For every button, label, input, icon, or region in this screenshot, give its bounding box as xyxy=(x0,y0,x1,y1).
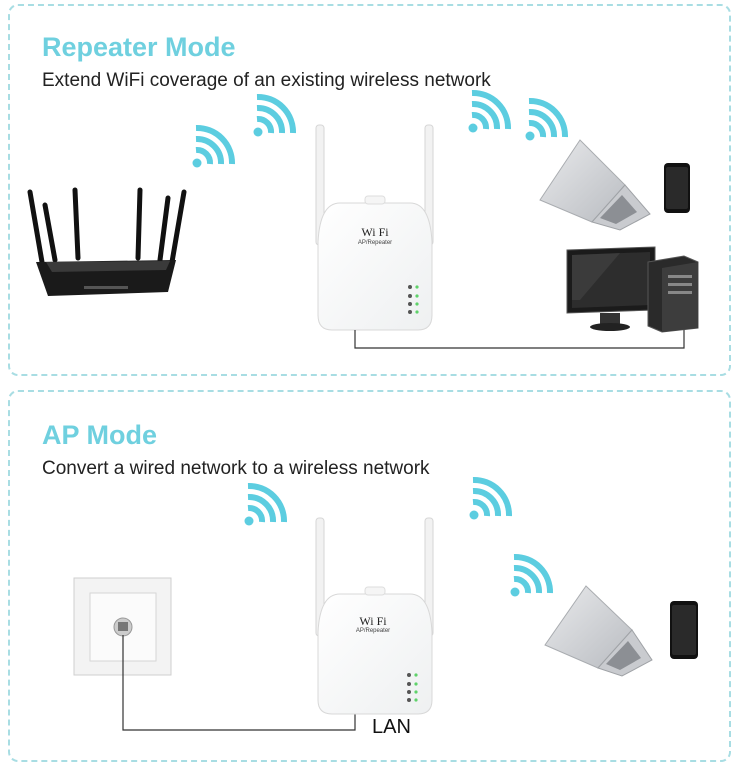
device-model-text: AP/Repeater xyxy=(356,628,390,634)
smartphone-image xyxy=(670,601,698,659)
laptop-image xyxy=(544,585,653,677)
wifi-signal-icon xyxy=(470,480,510,520)
smartphone-image xyxy=(664,163,690,213)
repeater-mode-title: Repeater Mode xyxy=(42,32,236,62)
wifi-signal-icon xyxy=(511,557,551,597)
laptop-image xyxy=(539,139,651,231)
ap-device-image: Wi Fi AP/Repeater xyxy=(315,517,434,715)
ethernet-cable xyxy=(354,330,685,349)
wifi-signal-icon xyxy=(469,93,509,133)
wifi-signal-icon xyxy=(193,128,233,168)
ethernet-cable xyxy=(122,635,356,731)
desktop-computer-image xyxy=(566,246,699,333)
ap-mode-title: AP Mode xyxy=(42,420,158,450)
repeater-mode-subtitle: Extend WiFi coverage of an existing wire… xyxy=(42,70,491,91)
wifi-signal-icon xyxy=(254,97,294,137)
wifi-signal-icon xyxy=(245,486,285,526)
repeater-device-image: Wi Fi AP/Repeater xyxy=(315,124,434,331)
device-brand-text: Wi Fi xyxy=(359,614,387,628)
repeater-mode-panel: Repeater Mode Extend WiFi coverage of an… xyxy=(8,4,731,376)
router-image xyxy=(27,187,187,296)
ap-mode-subtitle: Convert a wired network to a wireless ne… xyxy=(42,458,430,479)
device-brand-text: Wi Fi xyxy=(361,225,389,239)
device-model-text: AP/Repeater xyxy=(358,240,392,246)
wifi-signal-icon xyxy=(526,101,566,141)
lan-label: LAN xyxy=(372,716,411,738)
ap-mode-panel: AP Mode Convert a wired network to a wir… xyxy=(8,390,731,762)
